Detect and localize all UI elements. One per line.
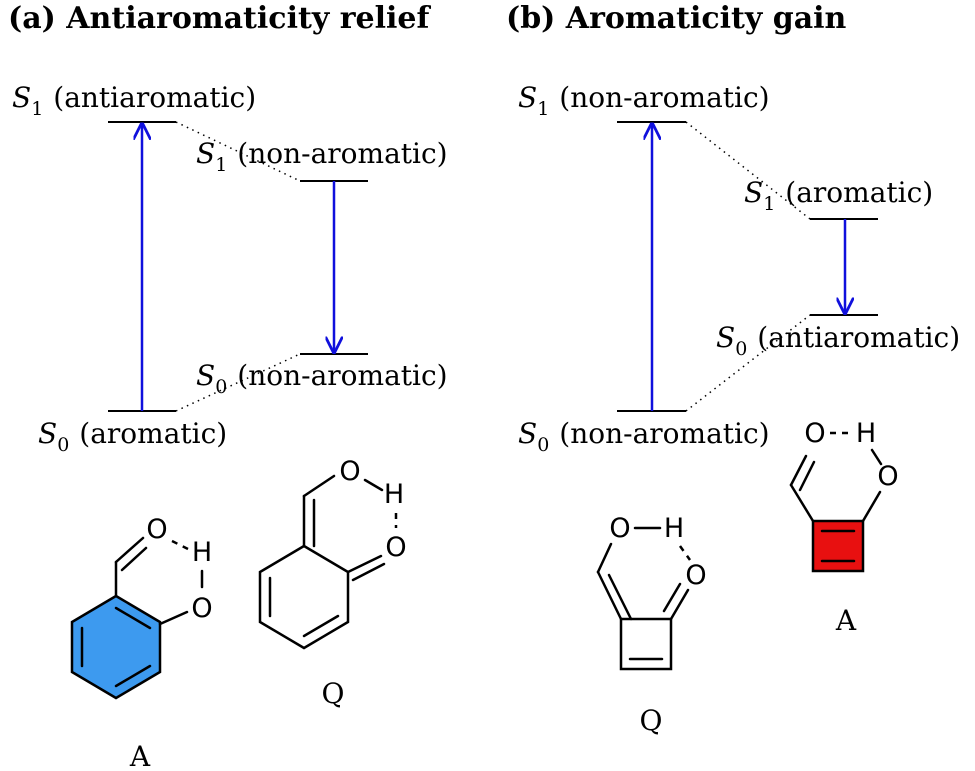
quinoid-ring-a: [258, 544, 350, 650]
molecule-b-q-form: O H O: [596, 513, 707, 671]
label-a-s1-antiaromatic: S1(antiaromatic): [12, 81, 256, 120]
molecule-b-a-form: O H O: [789, 418, 899, 573]
molecule-a-aromatic-form: O H O: [70, 514, 213, 700]
atom-q-carbonyl-oxygen: O: [385, 532, 406, 563]
panel-a: (a) Antiaromaticity relief S1(antiaromat…: [8, 1, 448, 771]
cyclobutene-ring-q: [619, 617, 673, 671]
correlation-line-a-top: [175, 121, 301, 182]
correlation-line-b-bottom: [685, 314, 811, 412]
atom-b-a-hydrogen: H: [856, 418, 876, 449]
label-b-s1-nonaromatic: S1(non-aromatic): [518, 81, 770, 120]
atom-q-hydrogen: H: [384, 479, 404, 510]
atom-q-hydroxyl-oxygen: O: [339, 456, 360, 487]
label-a-s0-aromatic: S0(aromatic): [38, 417, 227, 456]
atom-a-hydrogen: H: [192, 537, 212, 568]
atom-b-q-hydrogen: H: [664, 513, 684, 544]
label-b-s0-nonaromatic: S0(non-aromatic): [518, 417, 770, 456]
hydrogen-bond-q-b: [678, 545, 692, 561]
panel-b: (b) Aromaticity gain S1(non-aromatic) S1…: [506, 1, 960, 737]
atom-b-a-carbonyl-oxygen: O: [804, 418, 825, 449]
label-a-s1-nonaromatic: S1(non-aromatic): [196, 137, 448, 176]
label-b-s1-aromatic: S1(aromatic): [744, 176, 933, 215]
caption-b-A: A: [835, 604, 857, 637]
hydrogen-bond-a: [171, 539, 189, 551]
label-b-s0-antiaromatic: S0(antiaromatic): [716, 321, 960, 360]
label-a-s0-nonaromatic: S0(non-aromatic): [196, 359, 448, 398]
panel-b-title: (b) Aromaticity gain: [506, 1, 847, 36]
cyclobutadiene-ring-a: [811, 519, 865, 573]
molecule-a-quinoid-form: O H O: [258, 456, 407, 650]
caption-a-Q: Q: [322, 677, 345, 710]
atom-b-q-carbonyl-oxygen: O: [685, 560, 706, 591]
atom-b-a-hydroxyl-oxygen: O: [877, 461, 898, 492]
atom-a-carbonyl-oxygen: O: [146, 514, 167, 545]
caption-b-Q: Q: [640, 704, 663, 737]
benzene-ring-a: [70, 594, 162, 700]
caption-a-A: A: [129, 740, 151, 771]
atom-b-q-hydroxyl-oxygen: O: [609, 513, 630, 544]
atom-a-hydroxyl-oxygen: O: [191, 593, 212, 624]
correlation-line-b-top: [685, 121, 811, 220]
panel-a-title: (a) Antiaromaticity relief: [8, 1, 431, 36]
